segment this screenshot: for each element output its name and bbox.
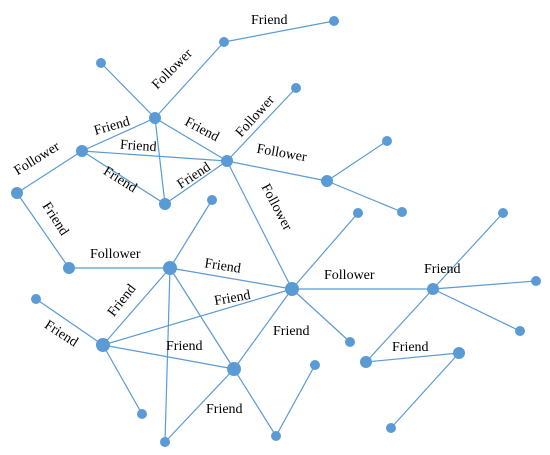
edge [154, 41, 225, 119]
edge-label: Follower [255, 142, 308, 166]
edge [102, 344, 235, 370]
edge [102, 267, 171, 346]
edge [365, 352, 460, 363]
edge [326, 140, 388, 182]
edge [233, 288, 293, 370]
edge [223, 20, 335, 43]
edge [169, 199, 213, 269]
edge [226, 160, 293, 290]
edge-label: Friend [203, 256, 241, 277]
node [397, 207, 407, 217]
edges [16, 20, 537, 443]
node [382, 136, 392, 146]
edge [169, 267, 293, 290]
edge-label: Friend [273, 324, 310, 339]
edge-label: Follower [149, 46, 196, 93]
node [221, 155, 233, 167]
edge [16, 192, 70, 269]
node [11, 187, 23, 199]
edge [432, 212, 504, 290]
edge-label: Friend [251, 13, 288, 28]
edge-label: Friend [92, 114, 131, 138]
node [360, 356, 372, 368]
edge [291, 288, 351, 343]
edge-label: Follower [90, 247, 141, 262]
edge-label: Follower [233, 93, 278, 141]
node [96, 338, 110, 352]
edge-label: Friend [392, 340, 429, 355]
edge [390, 352, 460, 429]
edge [102, 344, 143, 415]
edge-labels: Friend Follower Friend Friend Follower F… [12, 13, 461, 417]
edge [164, 267, 171, 443]
edge-label: Follower [324, 268, 375, 283]
edge [275, 364, 316, 437]
node [137, 409, 147, 419]
node [271, 431, 281, 441]
edge-label: Friend [206, 402, 243, 417]
edge-label: Friend [424, 262, 461, 277]
edge [100, 62, 156, 119]
edge-label: Friend [213, 288, 252, 309]
node [31, 294, 41, 304]
edge [154, 117, 166, 205]
node [63, 262, 75, 274]
edge [81, 150, 166, 205]
edge [365, 288, 434, 363]
node [227, 362, 241, 376]
edge [81, 150, 228, 162]
edge [35, 298, 104, 346]
edge [169, 267, 235, 370]
edge-label: Friend [182, 115, 221, 145]
node [386, 423, 396, 433]
edge [154, 117, 228, 162]
edge [81, 117, 156, 152]
node [515, 326, 525, 336]
edge [226, 87, 297, 162]
edge [16, 150, 83, 194]
nodes [11, 16, 541, 447]
node [310, 360, 320, 370]
edge-label: Friend [175, 160, 214, 192]
edge-label: Friend [100, 164, 139, 196]
node [149, 112, 161, 124]
node [96, 58, 106, 68]
node [498, 208, 508, 218]
node [345, 337, 355, 347]
node [219, 37, 229, 47]
edge-label: Follower [258, 182, 295, 234]
node [160, 437, 170, 447]
node [353, 208, 363, 218]
edge [164, 368, 235, 443]
node [163, 261, 177, 275]
node [207, 195, 217, 205]
node [321, 175, 333, 187]
edge [326, 180, 403, 213]
node [531, 276, 541, 286]
edge [102, 288, 293, 346]
edge [233, 368, 277, 437]
node [329, 16, 339, 26]
edge-label: Friend [166, 339, 203, 354]
node [427, 283, 439, 295]
edge [432, 288, 521, 332]
node [159, 198, 171, 210]
edge-label: Friend [119, 138, 157, 156]
node [291, 83, 301, 93]
edge [226, 160, 328, 182]
edge-label: Friend [39, 200, 71, 239]
edge [164, 160, 228, 205]
edge [291, 212, 359, 290]
edge-label: Friend [105, 282, 139, 320]
edge-label: Follower [12, 139, 63, 179]
edge-label: Friend [41, 318, 80, 350]
node [453, 347, 465, 359]
edge [432, 280, 537, 290]
node [285, 282, 299, 296]
node [76, 145, 88, 157]
